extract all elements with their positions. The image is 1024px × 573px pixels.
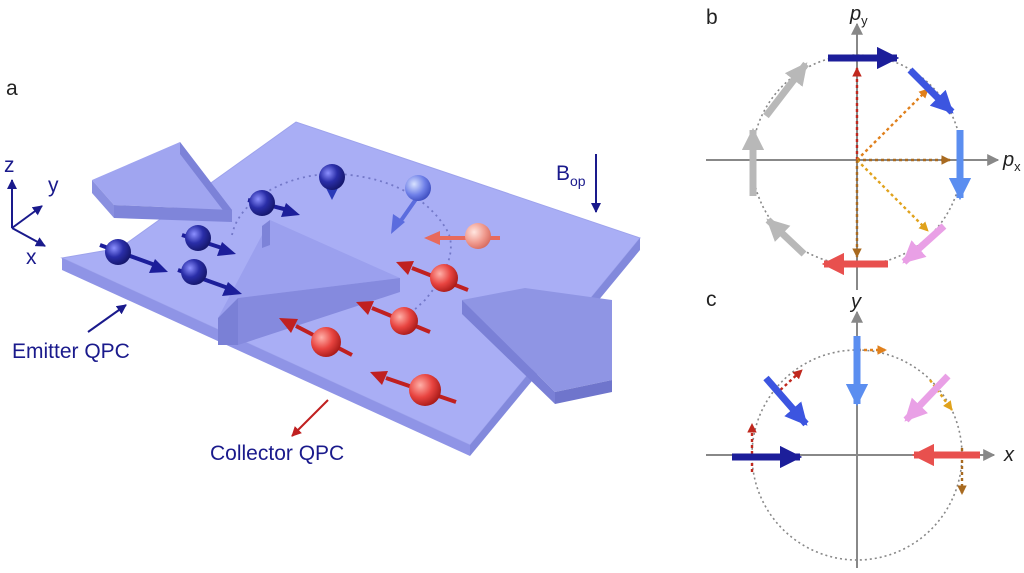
spin-electron-collector-2	[356, 301, 431, 335]
spin-electron-emitter-3	[177, 259, 242, 296]
orbit-arrow-upper-right	[929, 379, 953, 411]
panel-a-letter: a	[6, 77, 18, 100]
y-axis-label-c: y	[849, 291, 862, 313]
center-gate	[218, 220, 400, 345]
emitter-qpc-label: Emitter QPC	[12, 340, 130, 363]
collector-gate-right	[462, 288, 612, 404]
emitter-gate-left	[92, 142, 232, 222]
spin-electron-traj-2	[319, 164, 345, 200]
panel-b: b px py	[706, 3, 1021, 290]
emitter-pointer-arrow	[87, 304, 127, 333]
panel-c-letter: c	[706, 288, 717, 311]
spin-arrow-c-upper-left	[763, 375, 809, 427]
collector-qpc-label: Collector QPC	[210, 442, 344, 465]
spin-electron-traj-1	[247, 190, 300, 217]
coordinate-axes: z y x	[4, 154, 59, 269]
spin-arrow-upper-right	[907, 67, 955, 115]
b-field-label: Bop	[556, 162, 586, 189]
spin-arrow-c-upper-right	[903, 373, 951, 423]
spin-electron-traj-4	[424, 223, 500, 249]
spin-arrow-lower-right	[901, 223, 947, 265]
collector-pointer-arrow	[291, 399, 329, 437]
panel-a: a	[4, 77, 641, 465]
b-field-indicator: Bop	[556, 154, 601, 213]
spin-arrow-grey-1	[765, 217, 807, 257]
axis-z-label: z	[4, 154, 15, 177]
axis-x-label: x	[26, 246, 37, 269]
spin-electron-collector-4	[370, 371, 457, 406]
spin-electron-collector-1	[396, 261, 469, 292]
spin-arrow-grey-3	[763, 61, 809, 119]
x-axis-label-c: x	[1003, 444, 1015, 466]
momentum-arrow-downright	[856, 159, 929, 232]
spin-electron-emitter-1	[99, 239, 168, 273]
panel-c: c x y	[706, 288, 1015, 568]
spin-electron-emitter-2	[181, 225, 236, 256]
spin-electron-collector-3	[279, 318, 353, 357]
py-axis-label: py	[849, 3, 868, 28]
spin-electron-traj-3	[391, 175, 431, 234]
panel-b-letter: b	[706, 6, 718, 29]
momentum-arrow-upright	[856, 88, 929, 161]
axis-y-label: y	[48, 174, 59, 197]
px-axis-label: px	[1002, 149, 1021, 174]
